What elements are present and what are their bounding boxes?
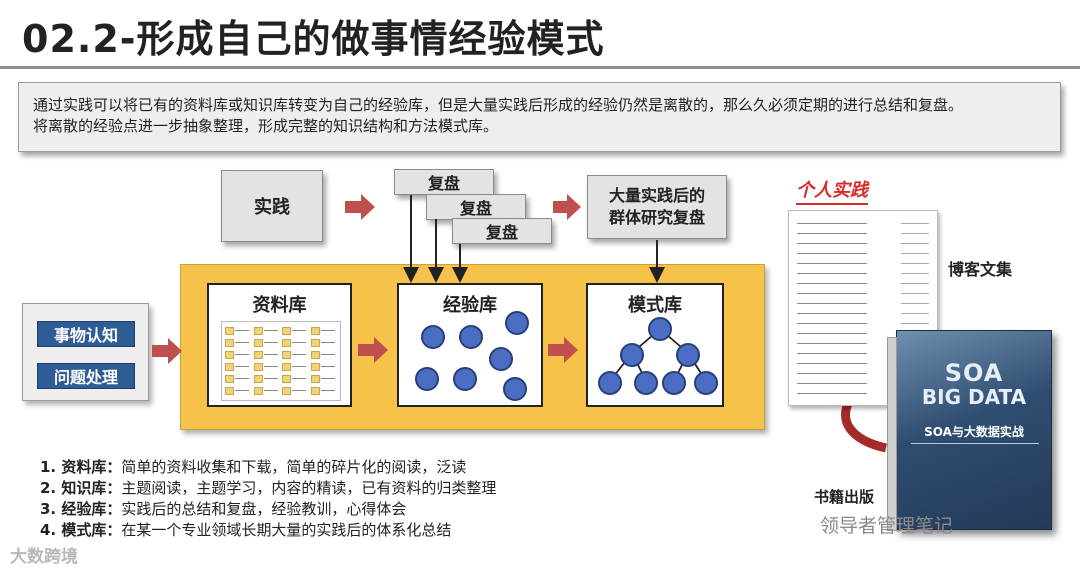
library-title: 资料库 [252,295,307,316]
cognition-button: 事物认知 [37,321,135,347]
list-desc: 主题阅读，主题学习，内容的精读，已有资料的归类整理 [121,479,497,497]
folder-icon [282,373,309,384]
folder-icon [282,385,309,396]
book-rule [911,443,1039,444]
book-title-en-2: BIG DATA [921,385,1027,409]
practice-box: 实践 [221,170,323,242]
experience-node [415,367,439,391]
folder-icon [225,361,252,372]
list-item: 3. 经验库：实践后的总结和复盘，经验教训，心得体会 [40,499,496,520]
list-term: 4. 模式库： [40,521,122,539]
pattern-node-root [648,317,672,341]
pattern-node [694,371,718,395]
pattern-title: 模式库 [628,295,682,316]
folder-icon [253,349,281,360]
book-label: 书籍出版 [814,488,875,506]
book-spine [887,337,897,531]
list-desc: 实践后的总结和复盘，经验教训，心得体会 [121,500,407,518]
mass-review-box: 大量实践后的 群体研究复盘 [587,175,727,239]
folder-icon [225,349,252,360]
problem-solving-button: 问题处理 [37,363,135,389]
pattern-node [634,371,658,395]
folder-icon [310,349,338,360]
intro-line-2: 将离散的经验点进一步抽象整理，形成完整的知识结构和方法模式库。 [33,117,499,135]
experience-title: 经验库 [443,295,497,316]
list-term: 2. 知识库： [40,479,122,497]
curved-arrow-icon [841,397,888,453]
experience-node [421,325,445,349]
experience-node [459,325,483,349]
intro-line-1: 通过实践可以将已有的资料库或知识库转变为自己的经验库，但是大量实践后形成的经验仍… [33,96,964,114]
folder-icon [253,385,281,396]
folder-icon [253,337,281,348]
review-box-2: 复盘 [426,194,526,220]
folder-icon [282,337,309,348]
folder-icon [253,325,281,336]
folder-icon [225,385,252,396]
folder-icon [282,361,309,372]
pattern-tree [598,317,718,395]
folder-icon [282,349,309,360]
folder-icon [310,385,338,396]
folder-icon [310,325,338,336]
folder-icon [310,361,338,372]
folder-icon [225,337,252,348]
list-term: 3. 经验库： [40,500,122,518]
folder-icon [253,373,281,384]
blog-label: 博客文集 [948,260,1013,279]
input-box: 事物认知 问题处理 [22,303,149,401]
mass-review-line-2: 群体研究复盘 [608,208,705,227]
folder-grid [221,321,341,401]
experience-box: 经验库 [397,283,543,407]
pattern-node [676,343,700,367]
list-item: 4. 模式库：在某一个专业领域长期大量的实践后的体系化总结 [40,520,496,541]
book-title-en-1: SOA [944,359,1004,387]
folder-icon [225,373,252,384]
intro-box: 通过实践可以将已有的资料库或知识库转变为自己的经验库，但是大量实践后形成的经验仍… [18,82,1061,152]
book-cover: SOA BIG DATA SOA与大数据实战 [887,330,1052,531]
folder-icon [310,337,338,348]
arrow-right-icon [553,194,581,220]
page-title: 02.2-形成自己的做事情经验模式 [22,17,605,61]
folder-icon [282,325,309,336]
mass-review-line-1: 大量实践后的 [608,186,705,205]
library-box: 资料库 [207,283,352,407]
list-item: 2. 知识库：主题阅读，主题学习，内容的精读，已有资料的归类整理 [40,478,496,499]
pattern-box: 模式库 [586,283,724,407]
list-desc: 在某一个专业领域长期大量的实践后的体系化总结 [121,521,452,539]
book-title-cn: SOA与大数据实战 [924,425,1024,439]
pattern-node [620,343,644,367]
folder-icon [253,361,281,372]
experience-node [505,311,529,335]
pattern-node [662,371,686,395]
list-term: 1. 资料库： [40,458,122,476]
definition-list: 1. 资料库：简单的资料收集和下载，简单的碎片化的阅读，泛读 2. 知识库：主题… [40,457,496,541]
watermark-right: 领导者管理笔记 [820,515,954,537]
review-box-1: 复盘 [394,169,494,195]
folder-icon [225,325,252,336]
title-divider [0,66,1080,69]
watermark-left: 大数跨境 [10,547,78,567]
review-box-3: 复盘 [452,218,552,244]
arrow-right-icon [345,194,375,220]
list-desc: 简单的资料收集和下载，简单的碎片化的阅读，泛读 [121,458,467,476]
pattern-node [598,371,622,395]
experience-node [489,347,513,371]
list-item: 1. 资料库：简单的资料收集和下载，简单的碎片化的阅读，泛读 [40,457,496,478]
experience-node [503,377,527,401]
arrow-right-icon [152,338,182,364]
personal-practice-heading: 个人实践 [796,176,868,205]
folder-icon [310,373,338,384]
experience-node [453,367,477,391]
